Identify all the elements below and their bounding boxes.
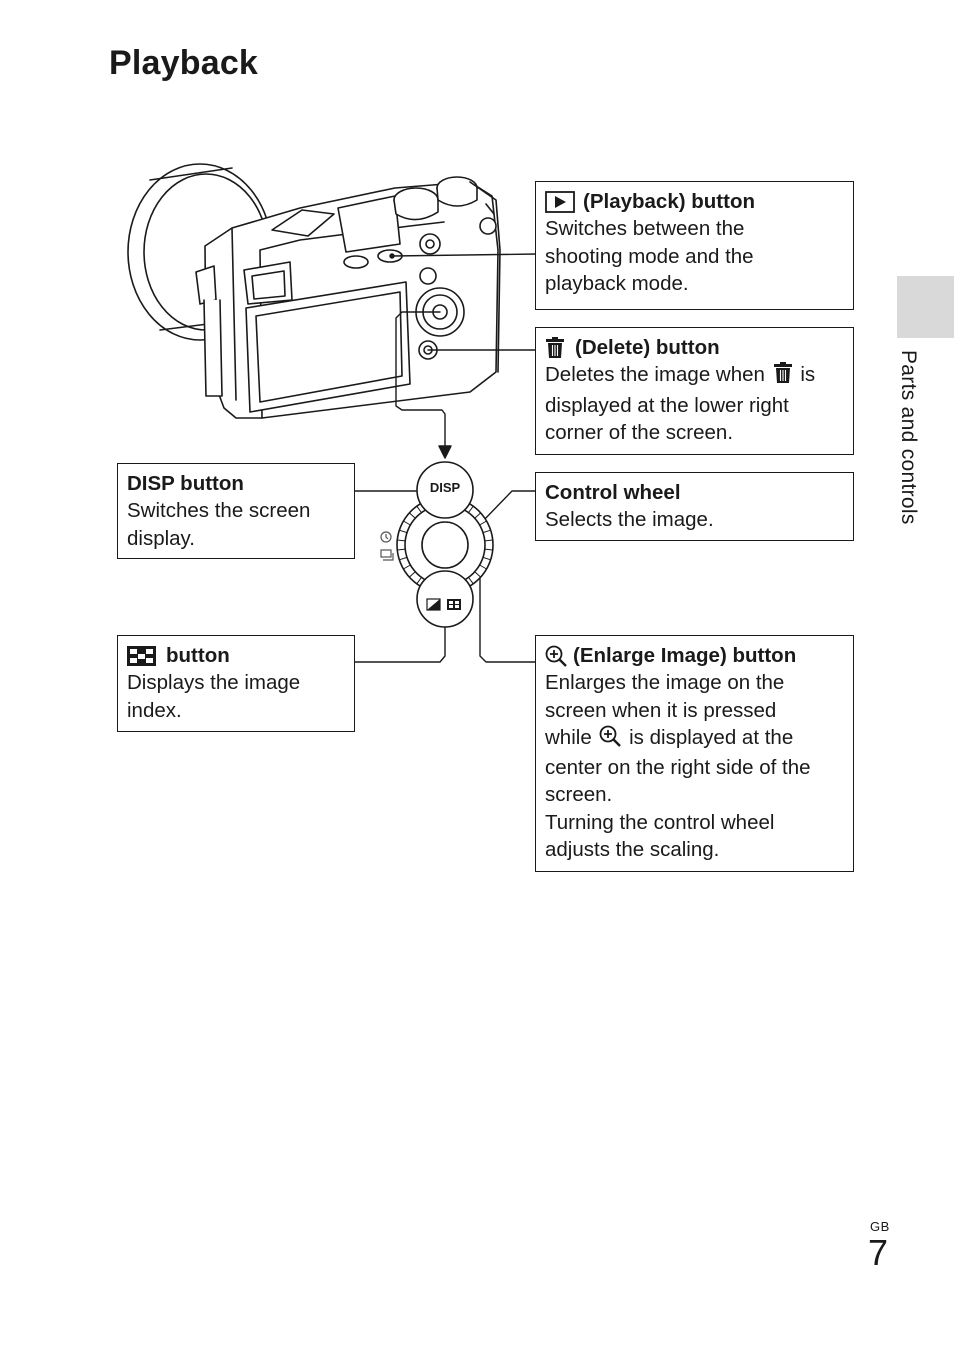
self-timer-icon (380, 531, 392, 543)
exposure-comp-icon (426, 598, 441, 611)
drive-mode-icon (380, 549, 394, 561)
image-index-small-icon (447, 599, 461, 610)
callout-playback-button: (Playback) button Switches between the s… (535, 181, 854, 310)
callout-title: Control wheel (545, 481, 681, 504)
zoom-in-icon (599, 725, 622, 754)
callout-title: button (166, 644, 230, 667)
zoom-in-icon (545, 645, 567, 667)
trash-icon (773, 362, 793, 391)
callout-body: Switches between the shooting mode and t… (545, 217, 754, 295)
callout-title: (Playback) button (583, 190, 755, 213)
callout-title: DISP button (127, 472, 244, 495)
section-tab-label: Parts and controls (897, 350, 920, 525)
callout-body: Deletes the image when is displayed at t… (545, 362, 816, 444)
callout-delete-button: (Delete) button Deletes the image when i… (535, 327, 854, 455)
callout-image-index-button: button Displays the image index. (117, 635, 355, 732)
playback-icon (545, 190, 575, 213)
page-language-code: GB (870, 1219, 890, 1234)
section-tab-marker (897, 276, 954, 338)
callout-body: Selects the image. (545, 508, 714, 532)
camera-body-illustration (195, 176, 501, 419)
callout-body: Enlarges the image on the screen when it… (545, 671, 811, 862)
callout-title: (Delete) button (575, 336, 720, 359)
control-dial-illustration (396, 461, 494, 628)
page-number: 7 (868, 1232, 889, 1273)
callout-body: Switches the screen display. (127, 499, 311, 550)
image-index-icon (127, 645, 156, 666)
trash-icon (545, 336, 565, 359)
dial-disp-label: DISP (430, 480, 461, 495)
callout-enlarge-image-button: (Enlarge Image) button Enlarges the imag… (535, 635, 854, 872)
callout-title: (Enlarge Image) button (573, 644, 797, 667)
callout-disp-button: DISP button Switches the screen display. (117, 463, 355, 559)
callout-control-wheel: Control wheel Selects the image. (535, 472, 854, 541)
page-title: Playback (109, 44, 259, 82)
callout-body: Displays the image index. (127, 671, 301, 722)
